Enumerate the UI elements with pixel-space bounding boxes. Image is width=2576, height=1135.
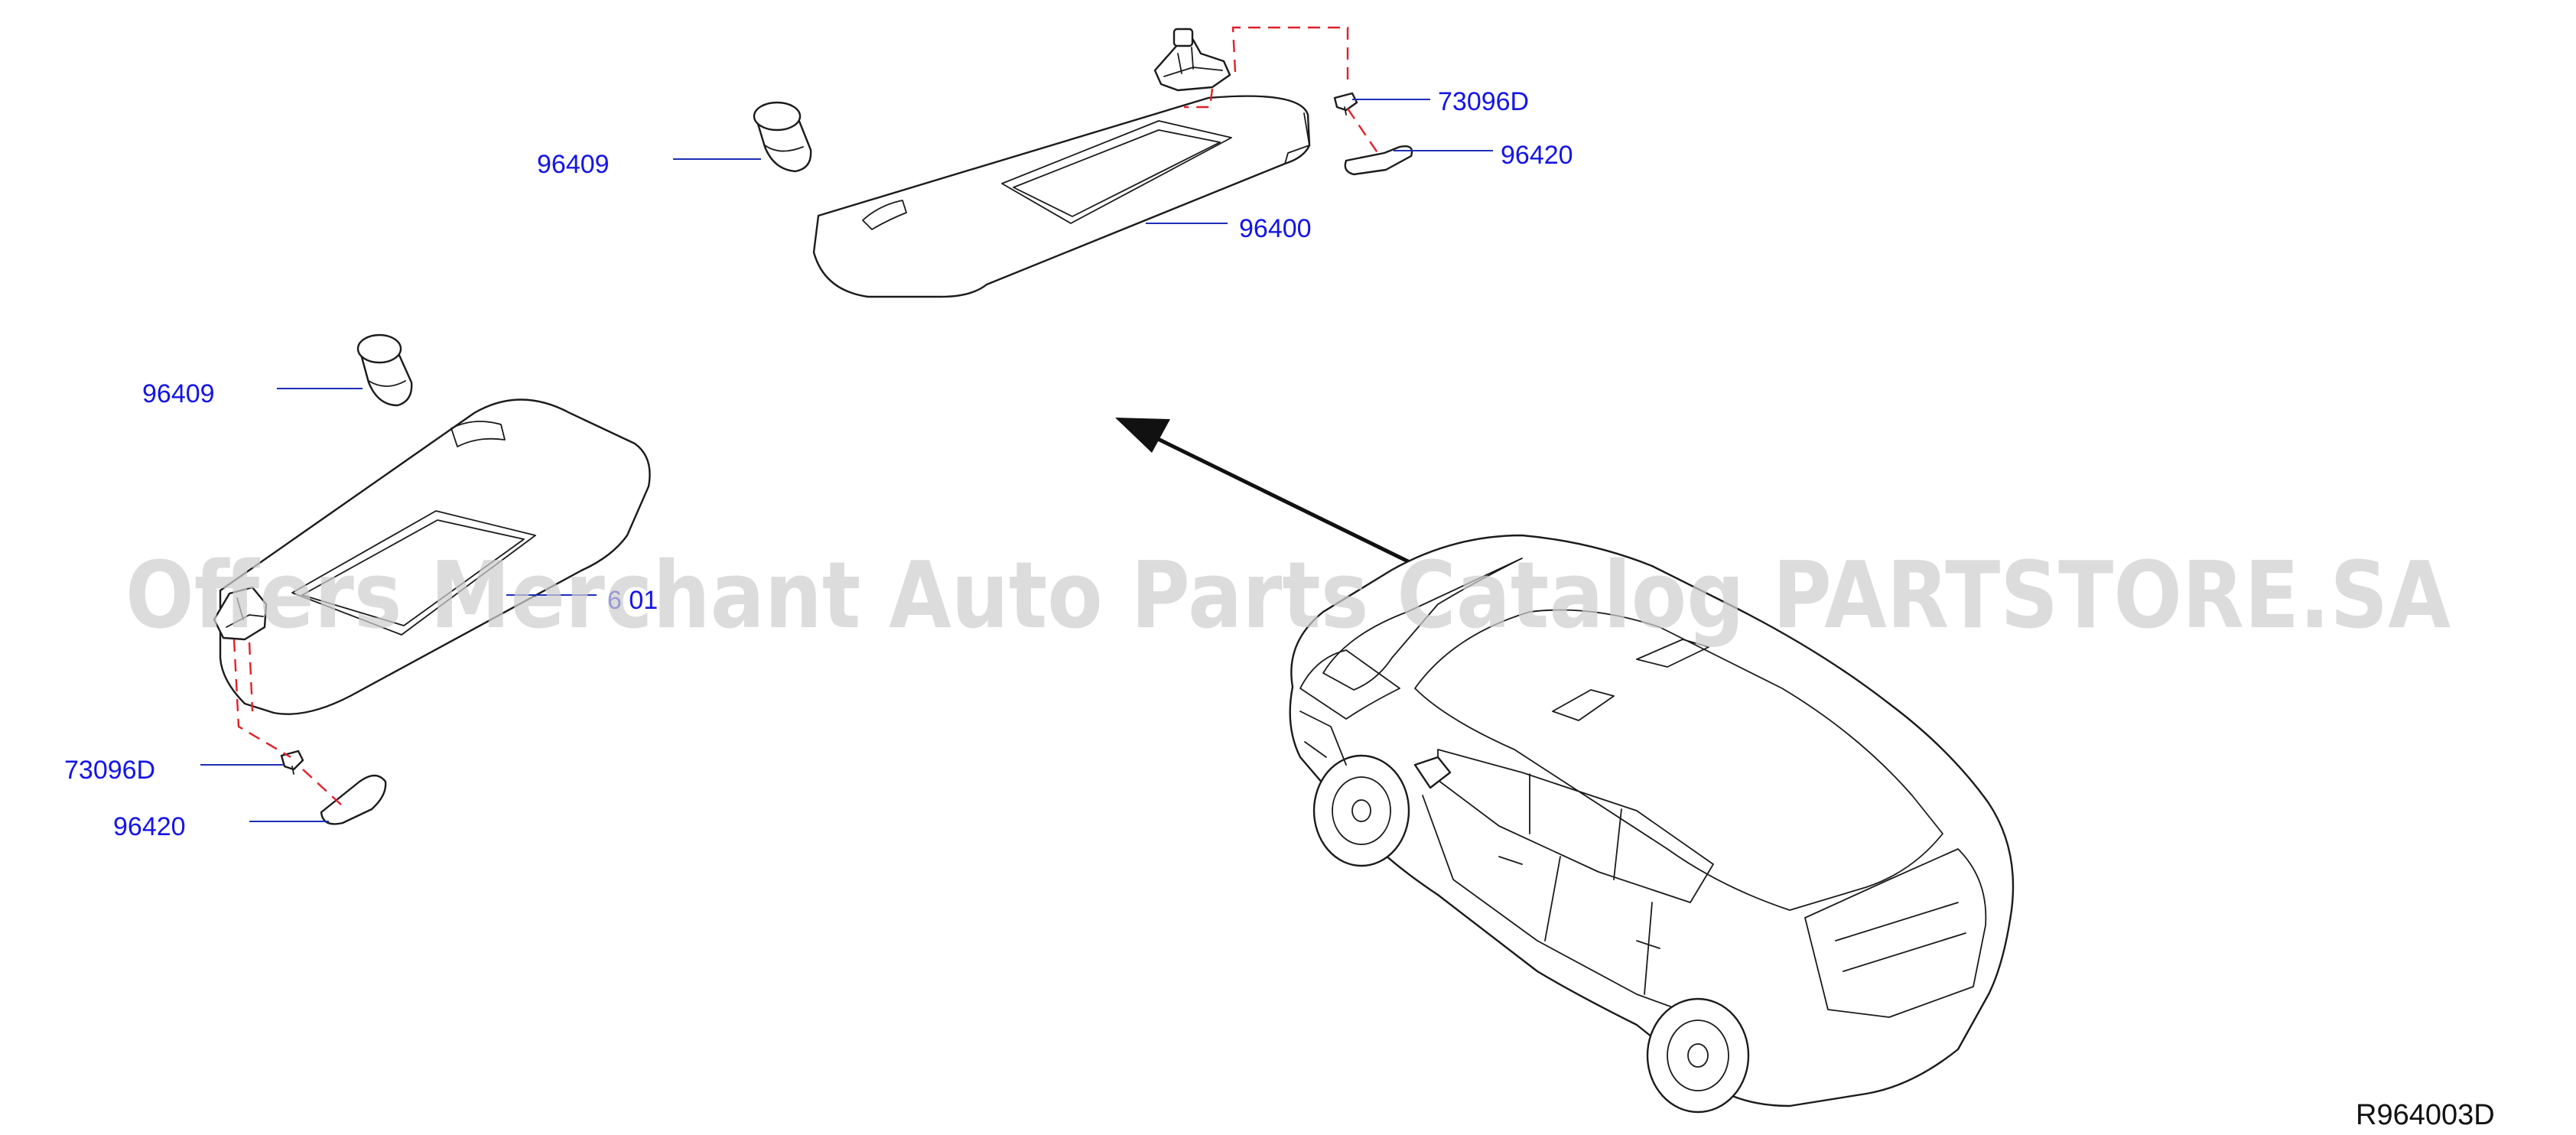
visor-holder-lower <box>320 774 387 825</box>
vehicle-side-windows <box>1437 749 1714 903</box>
sun-visor-upper <box>812 28 1311 298</box>
assembly-line-upper <box>1184 26 1381 157</box>
vehicle-hood <box>1299 649 1400 720</box>
vehicle-wheel-rear <box>1646 997 1750 1114</box>
callout-96420-upper: 96420 <box>1501 141 1573 170</box>
visor-clip-upper <box>753 101 812 173</box>
callout-96420-lower: 96420 <box>113 812 186 841</box>
sun-visor-upper-mirror <box>1001 120 1232 224</box>
callout-96409-upper: 96409 <box>537 150 610 179</box>
sun-visor-upper-edge <box>1284 112 1310 164</box>
sun-visor-lower-body <box>219 398 651 715</box>
vehicle-wheel-front <box>1312 754 1410 867</box>
callout-73096D-lower: 73096D <box>64 756 155 785</box>
sun-visor-lower-mirror <box>291 510 536 636</box>
callout-96400: 96400 <box>1239 214 1312 243</box>
callout-96409-lower: 96409 <box>142 379 215 408</box>
sun-visor-lower-mirror-inner <box>301 519 525 626</box>
vehicle-rear-hatch <box>1804 848 1987 1018</box>
sun-visor-upper-body <box>812 95 1311 298</box>
vehicle-sunroof-front <box>1552 689 1615 721</box>
vehicle-windshield <box>1322 558 1523 691</box>
sun-visor-lower <box>213 398 651 715</box>
visor-holder-upper <box>1344 145 1413 176</box>
vehicle-illustration <box>1289 534 2015 1114</box>
vehicle-doors <box>1422 795 1722 1026</box>
sun-visor-upper-notch <box>862 200 907 230</box>
vehicle-roof <box>1414 609 1943 911</box>
drawing-code: R964003D <box>2356 1099 2495 1131</box>
vehicle-front-lights <box>1299 711 1347 766</box>
sun-visor-upper-mirror-inner <box>1013 129 1221 217</box>
sun-visor-lower-notch <box>450 421 506 447</box>
callout-73096D-upper: 73096D <box>1438 87 1529 116</box>
watermark-text: Offers Merchant Auto Parts Catalog PARTS… <box>125 543 2451 649</box>
visor-clip-lower <box>356 333 413 407</box>
assembly-line-lower <box>233 639 343 807</box>
vehicle-side-mirror <box>1413 756 1452 789</box>
screw-upper <box>1333 92 1358 115</box>
callout-96401: 6 01 <box>607 586 658 615</box>
vehicle-sunroof-rear <box>1636 639 1709 668</box>
